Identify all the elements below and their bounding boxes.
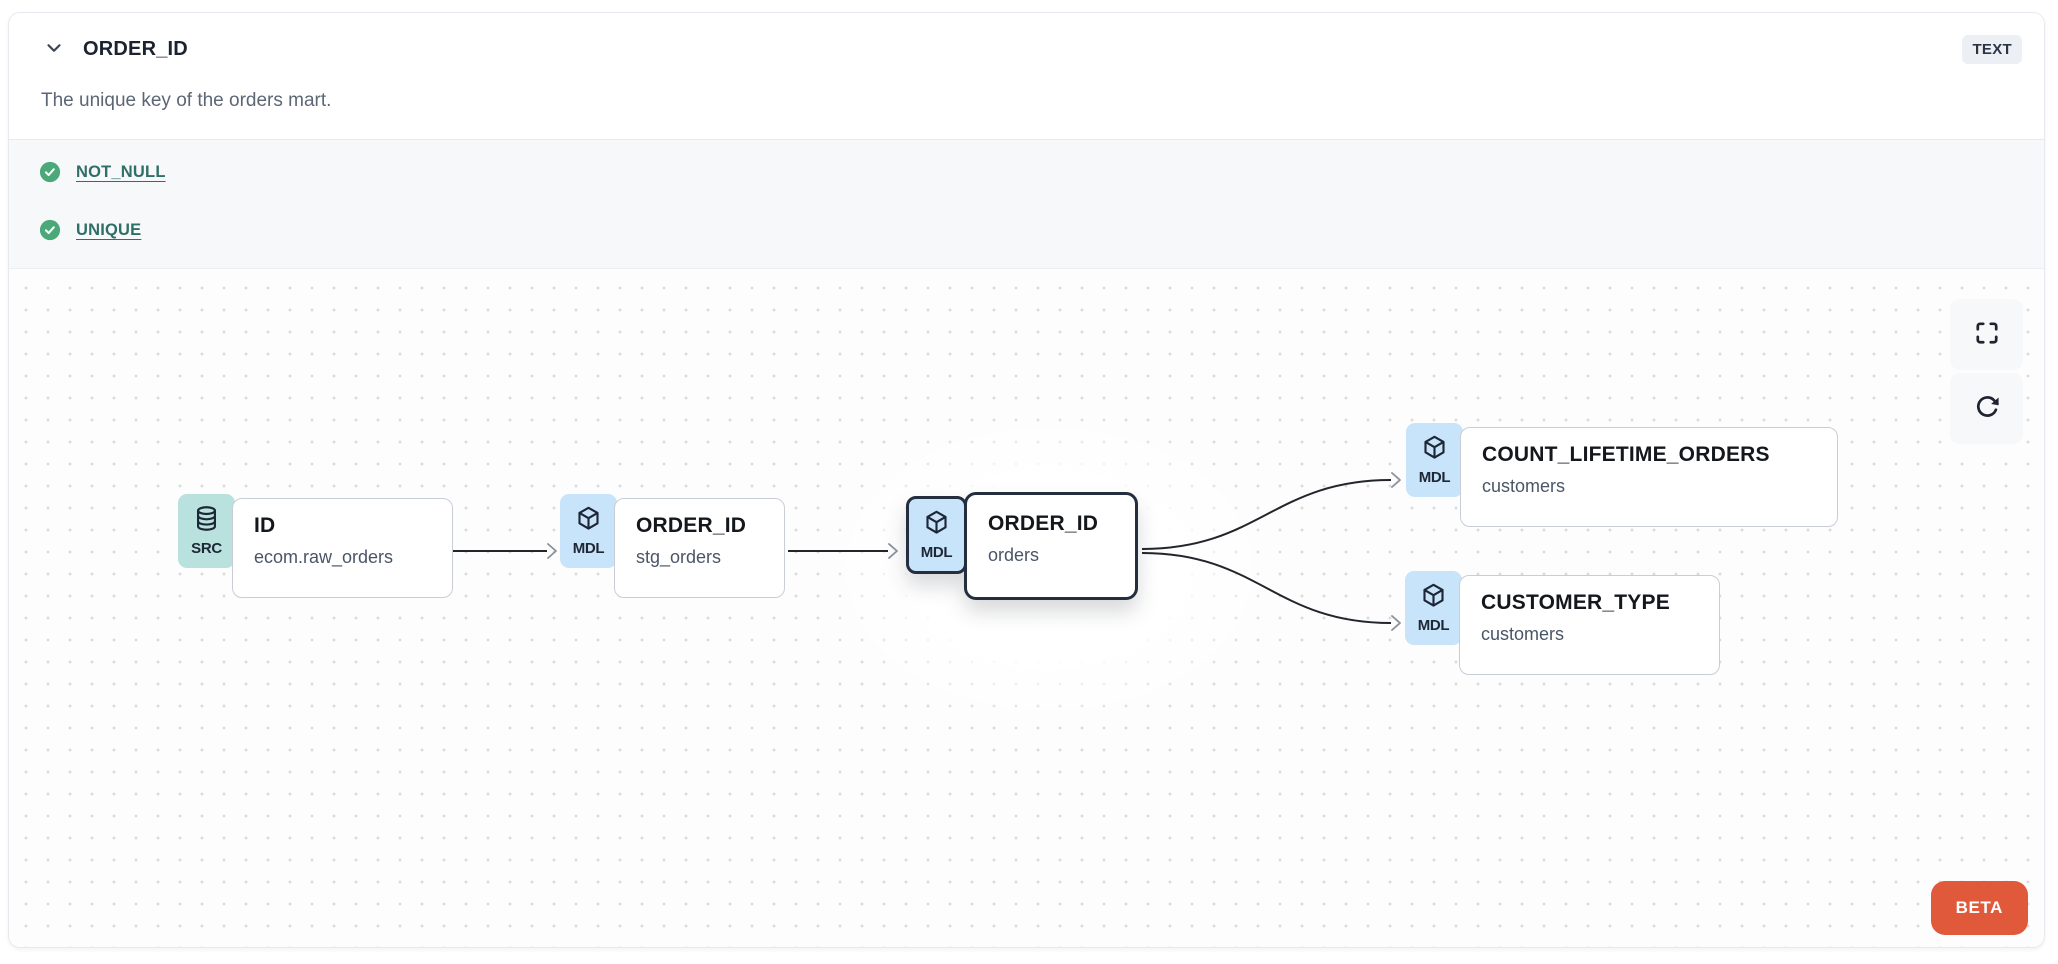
cube-icon bbox=[1421, 434, 1448, 466]
model-chip: MDL bbox=[1406, 423, 1463, 497]
test-row-not-null: NOT_NULL bbox=[39, 158, 2014, 186]
cube-icon bbox=[1420, 582, 1447, 614]
node-subtitle: stg_orders bbox=[636, 547, 722, 567]
node-kind-label: MDL bbox=[1417, 617, 1450, 634]
node-subtitle: customers bbox=[1482, 476, 1566, 496]
panel-header: ORDER_ID TEXT The unique key of the orde… bbox=[9, 13, 2044, 139]
database-icon bbox=[193, 505, 220, 537]
node-card[interactable]: ORDER_ID stg_orders bbox=[614, 498, 785, 598]
node-card[interactable]: ID ecom.raw_orders bbox=[232, 498, 453, 598]
node-kind-label: SRC bbox=[191, 540, 222, 557]
node-subtitle: customers bbox=[1481, 624, 1565, 644]
lineage-canvas[interactable]: SRC ID ecom.raw_orders MDL ORDER_ID stg_… bbox=[9, 269, 2044, 947]
test-row-unique: UNIQUE bbox=[39, 216, 2014, 244]
node-title: ORDER_ID bbox=[988, 512, 1099, 535]
cube-icon bbox=[575, 505, 602, 537]
beta-badge: BETA bbox=[1930, 881, 2028, 935]
node-kind-label: MDL bbox=[1418, 469, 1451, 486]
lineage-edges bbox=[453, 472, 1401, 631]
node-kind-label: MDL bbox=[920, 544, 953, 561]
node-subtitle: ecom.raw_orders bbox=[254, 547, 394, 567]
check-circle-icon bbox=[39, 161, 61, 183]
chevron-down-icon bbox=[43, 37, 65, 62]
fullscreen-icon bbox=[1974, 320, 2000, 349]
node-kind-label: MDL bbox=[572, 540, 605, 557]
test-link-unique[interactable]: UNIQUE bbox=[76, 220, 142, 239]
model-chip: MDL bbox=[560, 494, 617, 568]
node-subtitle: orders bbox=[988, 545, 1040, 565]
refresh-icon bbox=[1974, 394, 2000, 423]
node-title: ORDER_ID bbox=[636, 514, 747, 537]
test-link-not-null[interactable]: NOT_NULL bbox=[76, 162, 166, 181]
node-card[interactable]: ORDER_ID orders bbox=[964, 492, 1138, 600]
column-description: The unique key of the orders mart. bbox=[41, 90, 332, 111]
fullscreen-button[interactable] bbox=[1950, 299, 2023, 370]
cube-icon bbox=[923, 509, 950, 541]
canvas-controls bbox=[1950, 299, 2023, 444]
check-circle-icon bbox=[39, 219, 61, 241]
column-title: ORDER_ID bbox=[83, 37, 188, 60]
tests-section: NOT_NULL UNIQUE bbox=[9, 139, 2044, 269]
collapse-chevron-button[interactable] bbox=[39, 34, 69, 64]
node-card[interactable]: CUSTOMER_TYPE customers bbox=[1459, 575, 1720, 675]
model-chip: MDL bbox=[1405, 571, 1462, 645]
model-chip: MDL bbox=[906, 496, 967, 574]
column-type-badge: TEXT bbox=[1962, 34, 2022, 64]
node-card[interactable]: COUNT_LIFETIME_ORDERS customers bbox=[1460, 427, 1838, 527]
node-title: ID bbox=[254, 514, 276, 537]
column-details-panel: ORDER_ID TEXT The unique key of the orde… bbox=[8, 12, 2045, 948]
refresh-button[interactable] bbox=[1950, 373, 2023, 444]
node-title: COUNT_LIFETIME_ORDERS bbox=[1482, 443, 1770, 466]
source-chip: SRC bbox=[178, 494, 235, 568]
node-title: CUSTOMER_TYPE bbox=[1481, 591, 1670, 614]
